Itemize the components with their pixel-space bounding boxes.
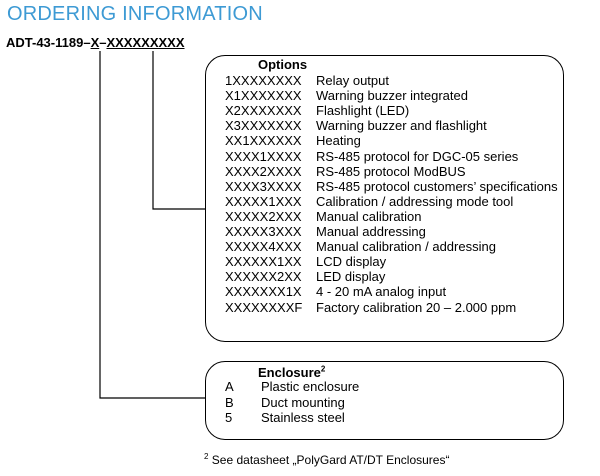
- option-code: XXXXXXX1X: [225, 284, 302, 300]
- option-description: RS-485 protocol for DGC-05 series: [316, 148, 519, 164]
- option-code: XXXXX4XXX: [225, 239, 302, 255]
- option-description: LCD display: [316, 254, 387, 270]
- enclosure-row: B Duct mounting: [225, 395, 555, 410]
- option-code: XXXX2XXXX: [225, 163, 302, 179]
- part-number-code: ADT-43-1189–X–XXXXXXXXX: [6, 35, 185, 50]
- option-description: RS-485 protocol ModBUS: [316, 163, 466, 179]
- enclosure-description: Duct mounting: [261, 394, 345, 410]
- option-row: XXXXXX2XX LED display: [225, 269, 560, 284]
- option-code: XXXXX1XXX: [225, 193, 302, 209]
- option-description: Heating: [316, 133, 361, 149]
- part-number-separator: –: [99, 35, 107, 50]
- option-code: XXXXXXXXF: [225, 299, 303, 315]
- option-row: X3XXXXXXX Warning buzzer and flashlight: [225, 118, 560, 133]
- option-row: X1XXXXXXX Warning buzzer integrated: [225, 88, 560, 103]
- part-number-prefix: ADT-43-1189–: [6, 35, 91, 50]
- enclosure-footnote-mark: 2: [320, 364, 326, 374]
- option-row: XXXXX2XXX Manual calibration: [225, 209, 560, 224]
- option-row: XXXXXX1XX LCD display: [225, 254, 560, 269]
- option-row: 1XXXXXXXX Relay output: [225, 73, 560, 88]
- enclosure-row: 5 Stainless steel: [225, 410, 555, 425]
- option-row: XXXXX1XXX Calibration / addressing mode t…: [225, 194, 560, 209]
- option-code: XXXXX3XXX: [225, 224, 302, 239]
- options-connector: [152, 51, 205, 210]
- footnote-text: See datasheet „PolyGard AT/DT Enclosures…: [208, 453, 450, 467]
- option-row: XX1XXXXXX Heating: [225, 133, 560, 148]
- option-code: XXXXXX1XX: [225, 254, 302, 270]
- enclosure-heading-text: Enclosure: [258, 365, 321, 380]
- option-description: Factory calibration 20 – 2.000 ppm: [316, 299, 517, 315]
- option-code: X2XXXXXXX: [225, 103, 302, 119]
- option-row: XXXXXXXXF Factory calibration 20 – 2.000 …: [225, 300, 560, 315]
- option-description: Manual calibration / addressing: [316, 239, 496, 255]
- option-row: XXXX1XXXX RS-485 protocol for DGC-05 seri…: [225, 149, 560, 164]
- option-code: X1XXXXXXX: [225, 88, 302, 104]
- option-code: 1XXXXXXXX: [225, 73, 302, 88]
- enclosure-row: A Plastic enclosure: [225, 379, 555, 394]
- option-code: XXXXXX2XX: [225, 269, 302, 285]
- enclosure-code: 5: [225, 410, 233, 425]
- footnote-mark: 2: [204, 452, 209, 461]
- enclosure-description: Stainless steel: [261, 410, 345, 425]
- enclosure-code: B: [225, 394, 234, 410]
- option-code: XXXX3XXXX: [225, 178, 302, 194]
- option-row: X2XXXXXXX Flashlight (LED): [225, 103, 560, 118]
- option-description: LED display: [316, 269, 386, 285]
- enclosure-heading: Enclosure2: [258, 365, 325, 380]
- option-description: Manual addressing: [316, 224, 426, 239]
- page-title: ORDERING INFORMATION: [7, 3, 263, 25]
- option-code: XXXXX2XXX: [225, 208, 302, 224]
- option-row: XXXXXXX1X 4 - 20 mA analog input: [225, 284, 560, 299]
- option-row: XXXX2XXXX RS-485 protocol ModBUS: [225, 164, 560, 179]
- enclosure-connector: [99, 51, 205, 399]
- option-row: XXXX3XXXX RS-485 protocol customers’ spec…: [225, 179, 560, 194]
- option-description: Relay output: [316, 73, 389, 88]
- footnote: 2 See datasheet „PolyGard AT/DT Enclosur…: [204, 452, 450, 468]
- enclosure-description: Plastic enclosure: [261, 379, 360, 394]
- enclosure-code: A: [225, 379, 234, 394]
- option-description: Flashlight (LED): [316, 103, 410, 119]
- option-description: Warning buzzer integrated: [316, 88, 468, 104]
- option-code: X3XXXXXXX: [225, 118, 302, 134]
- options-heading: Options: [258, 57, 308, 72]
- option-row: XXXXX3XXX Manual addressing: [225, 224, 560, 239]
- option-description: Calibration / addressing mode tool: [316, 193, 514, 209]
- option-description: Warning buzzer and flashlight: [316, 118, 487, 134]
- option-description: Manual calibration: [316, 208, 422, 224]
- option-description: RS-485 protocol customers’ specification…: [316, 178, 558, 194]
- options-slot: XXXXXXXXX: [106, 35, 185, 50]
- option-description: 4 - 20 mA analog input: [316, 284, 447, 300]
- option-code: XXXX1XXXX: [225, 148, 302, 164]
- option-row: XXXXX4XXX Manual calibration / addressing: [225, 239, 560, 254]
- enclosure-slot: X: [90, 35, 100, 50]
- option-code: XX1XXXXXX: [225, 133, 302, 149]
